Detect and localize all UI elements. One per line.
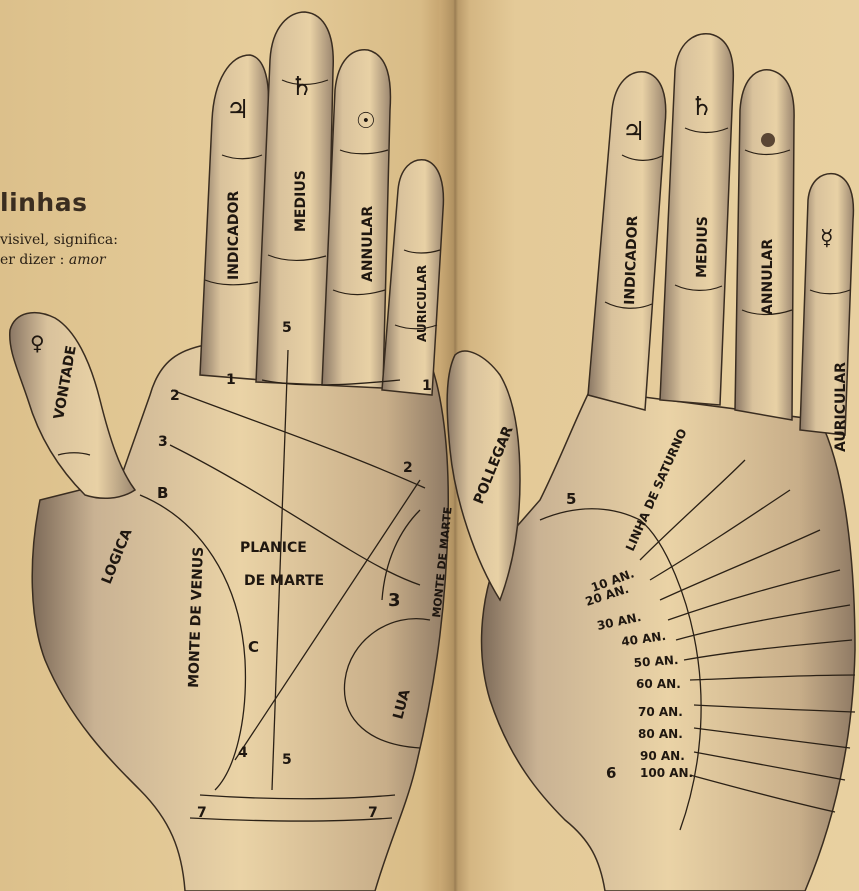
right-mercury-symbol: ☿ [820,226,834,251]
left-label-medius: MEDIUS [293,170,309,232]
left-hand: INDICADOR MEDIUS ANNULAR AURICULAR VONTA… [10,12,455,891]
left-little-finger [382,160,443,395]
left-label-indicador: INDICADOR [226,191,242,280]
left-label-annular: ANNULAR [360,206,376,282]
right-saturn-symbol: ♄ [690,92,713,122]
left-sun-symbol: ☉ [356,109,376,134]
right-label-annular: ANNULAR [760,239,776,315]
left-number-2a: 2 [170,388,180,404]
right-label-medius: MEDIUS [694,216,711,278]
left-jupiter-symbol: ♃ [226,95,249,125]
left-venus-symbol: ♀ [30,331,45,355]
left-label-de-marte: DE MARTE [244,573,324,589]
left-letter-c: C [248,638,259,656]
left-number-5b: 5 [282,752,292,768]
right-label-auricular: AURICULAR [833,362,849,452]
left-number-2b: 2 [403,460,413,476]
age-label-60: 60 AN. [636,677,681,691]
age-label-70: 70 AN. [638,705,683,719]
left-number-1b: 1 [422,378,432,394]
right-number-6: 6 [606,764,616,782]
left-number-5a: 5 [282,320,292,336]
left-label-auricular: AURICULAR [415,265,429,342]
right-hand: INDICADOR MEDIUS ANNULAR AURICULAR POLLE… [447,34,855,891]
right-ring-finger-dot [761,133,775,147]
right-label-indicador: INDICADOR [622,215,641,305]
left-saturn-symbol: ♄ [290,72,313,102]
left-number-4: 4 [238,745,248,761]
left-number-7b: 7 [368,805,378,821]
left-number-7a: 7 [197,805,207,821]
left-number-1a: 1 [226,372,236,388]
left-label-planice: PLANICE [240,540,307,556]
right-number-5: 5 [566,490,576,508]
left-number-3b: 3 [388,590,401,611]
left-number-3a: 3 [158,434,168,450]
age-label-90: 90 AN. [640,749,685,763]
left-letter-b: B [157,484,168,502]
left-thumb-shape [10,313,135,499]
right-jupiter-symbol: ♃ [622,117,645,147]
age-label-100: 100 AN. [640,766,693,780]
age-label-80: 80 AN. [638,727,683,741]
